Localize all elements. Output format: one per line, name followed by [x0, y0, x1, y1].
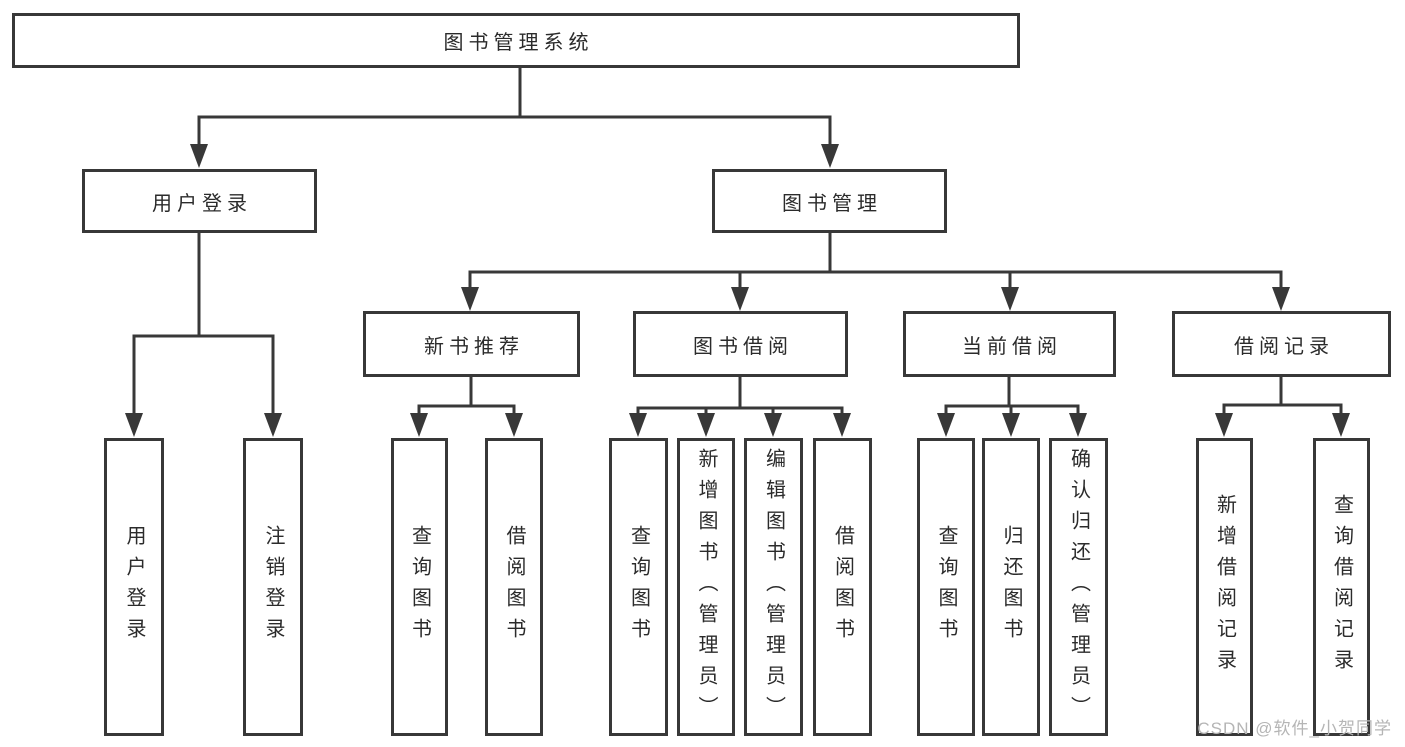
leaf-query-books-current: 查询图书 — [917, 438, 975, 736]
leaf-logout-login: 注销登录 — [243, 438, 303, 736]
leaf-query-books-borrowing: 查询图书 — [609, 438, 668, 736]
node-user-login-label: 用户登录 — [152, 192, 252, 215]
leaf-user-login-label: 用户登录 — [123, 525, 145, 649]
leaf-query-borrow-record-label: 查询借阅记录 — [1330, 494, 1353, 680]
leaf-add-borrow-record-label: 新增借阅记录 — [1213, 494, 1236, 680]
leaf-query-books-current-label: 查询图书 — [935, 525, 957, 649]
connector-new-book-recommendation-children — [410, 377, 523, 437]
node-borrowing-records: 借阅记录 — [1172, 311, 1391, 377]
node-new-book-recommendation: 新书推荐 — [363, 311, 580, 377]
leaf-confirm-return-admin-label: 确认归还（管理员） — [1067, 447, 1090, 727]
leaf-borrow-books-recommend-label: 借阅图书 — [503, 525, 525, 649]
node-user-login: 用户登录 — [82, 169, 317, 233]
leaf-query-borrow-record: 查询借阅记录 — [1313, 438, 1370, 736]
leaf-borrow-books-borrowing-label: 借阅图书 — [831, 525, 854, 649]
leaf-edit-books-admin-label: 编辑图书（管理员） — [762, 447, 785, 727]
node-borrowing-records-label: 借阅记录 — [1234, 335, 1334, 358]
leaf-query-books-recommend-label: 查询图书 — [408, 525, 431, 649]
leaf-edit-books-admin: 编辑图书（管理员） — [744, 438, 803, 736]
connector-user-login-children — [125, 233, 282, 437]
leaf-confirm-return-admin: 确认归还（管理员） — [1049, 438, 1108, 736]
node-library-system-label: 图书管理系统 — [443, 32, 594, 54]
connector-book-borrowing-children — [629, 377, 851, 437]
leaf-add-borrow-record: 新增借阅记录 — [1196, 438, 1253, 736]
node-current-borrowing: 当前借阅 — [903, 311, 1116, 377]
node-book-borrowing-label: 图书借阅 — [693, 335, 793, 358]
leaf-add-books-admin: 新增图书（管理员） — [677, 438, 735, 736]
node-library-system: 图书管理系统 — [12, 13, 1020, 68]
leaf-add-books-admin-label: 新增图书（管理员） — [695, 447, 717, 727]
leaf-query-books-borrowing-label: 查询图书 — [627, 525, 650, 649]
leaf-query-books-recommend: 查询图书 — [391, 438, 448, 736]
leaf-return-books: 归还图书 — [982, 438, 1040, 736]
node-book-management-label: 图书管理 — [782, 192, 882, 215]
leaf-user-login: 用户登录 — [104, 438, 164, 736]
leaf-borrow-books-borrowing: 借阅图书 — [813, 438, 872, 736]
node-new-book-recommendation-label: 新书推荐 — [424, 335, 524, 358]
connector-current-borrowing-children — [937, 377, 1087, 437]
node-book-borrowing: 图书借阅 — [633, 311, 848, 377]
csdn-watermark: CSDN @软件_小贺同学 — [1197, 719, 1392, 738]
leaf-logout-login-label: 注销登录 — [262, 525, 284, 649]
node-current-borrowing-label: 当前借阅 — [962, 335, 1062, 358]
leaf-borrow-books-recommend: 借阅图书 — [485, 438, 543, 736]
connector-borrowing-records-children — [1215, 377, 1350, 437]
node-book-management: 图书管理 — [712, 169, 947, 233]
leaf-return-books-label: 归还图书 — [1000, 525, 1022, 649]
connector-book-management-to-level3 — [461, 233, 1290, 311]
connector-root-to-level2 — [190, 67, 839, 168]
